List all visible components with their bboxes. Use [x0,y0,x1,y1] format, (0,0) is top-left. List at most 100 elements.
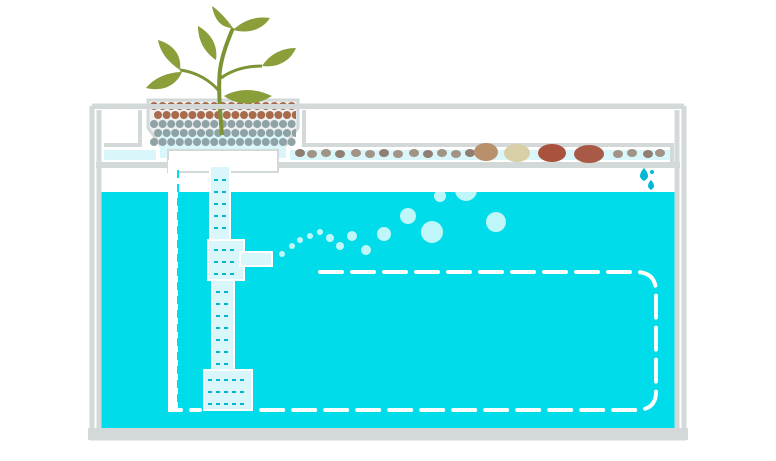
clay-pebble [437,149,447,157]
clay-pebble [257,111,266,119]
clay-pebble [197,129,205,137]
clay-pebble [613,150,623,158]
clay-pebble [205,111,214,119]
clay-pebble [197,111,205,119]
clay-pebble [210,138,219,146]
clay-pebble [393,150,403,158]
clay-pebble [655,149,665,157]
bubble [279,251,285,257]
tank-base [88,428,688,440]
bubble [297,237,303,243]
clay-pebble [291,129,296,137]
bubble [486,212,506,232]
air-pump-icon [203,165,273,411]
clay-pebble [227,138,236,146]
clay-pebble [244,120,253,128]
leaf [233,17,270,32]
clay-pebble [287,120,296,128]
clay-pebble [150,138,158,146]
clay-pebble [175,138,184,146]
clay-pebble [270,120,279,128]
water-drop-icon [640,168,654,190]
bubble [377,227,391,241]
clay-pebble [265,111,274,119]
clay-pebble [365,150,375,158]
clay-pebble [227,120,236,128]
bubble [400,208,416,224]
clay-pebble [231,129,240,137]
clay-pebble [244,138,253,146]
clay-pebble [171,129,180,137]
clay-pebble [627,149,637,157]
clay-pebble [184,138,193,146]
clay-pebble [253,138,262,146]
reservoir-water [100,192,676,428]
clay-pebble [409,149,419,157]
clay-pebble [351,149,361,157]
clay-pebble [201,120,210,128]
clay-pebble [283,111,291,119]
bubble [434,190,446,202]
bubble [326,234,334,242]
clay-pebble [162,129,171,137]
clay-pebble [231,111,240,119]
clay-chunk [538,144,566,162]
bubble [317,229,323,235]
clay-pebble [150,120,158,128]
clay-pebble [335,150,345,158]
clay-pebble [193,138,201,146]
rockwool-chunk [474,143,498,161]
clay-pebble [265,129,274,137]
clay-pebble [154,111,162,119]
clay-pebble [257,129,266,137]
bubble [421,221,443,243]
coco-chunk [574,145,604,163]
clay-pebble [188,111,197,119]
leaf [146,72,182,90]
clay-pebble [261,120,270,128]
clay-pebble [167,138,176,146]
clay-pebble [222,111,231,119]
clay-pebble [171,111,180,119]
leaf [212,6,233,28]
clay-pebble [179,129,188,137]
bubble [289,243,295,249]
clay-pebble [222,129,231,137]
air-bubbles [279,179,506,257]
clay-pebble [307,150,317,158]
clay-pebble [279,120,287,128]
leaf [224,90,272,104]
clay-pebble [321,149,331,157]
bubble [347,231,357,241]
clay-pebble [248,129,257,137]
bubble [307,233,313,239]
clay-pebble [158,120,167,128]
clay-pebble [274,111,283,119]
clay-pebble [205,129,214,137]
clay-pebble [154,129,162,137]
clay-pebble [379,149,389,157]
clay-pebble [236,138,244,146]
leaf [158,40,181,70]
clay-pebble [218,138,227,146]
clay-pebble [451,150,461,158]
clay-pebble [175,120,184,128]
bubble [361,245,371,255]
tank-rim [92,104,684,109]
clay-pebble [193,120,201,128]
clay-pebble [270,138,279,146]
clay-pebble [184,120,193,128]
clay-pebble [201,138,210,146]
bubble [455,179,477,201]
clay-pebble [291,111,296,119]
bubble [336,242,344,250]
clay-pebble [465,149,475,157]
water-flow-path [173,168,658,412]
clay-pebble [261,138,270,146]
clay-pebble [162,111,171,119]
clay-pebble [188,129,197,137]
clay-pebble [295,149,305,157]
clay-pebble [240,111,248,119]
grow-media-samples [474,143,604,163]
